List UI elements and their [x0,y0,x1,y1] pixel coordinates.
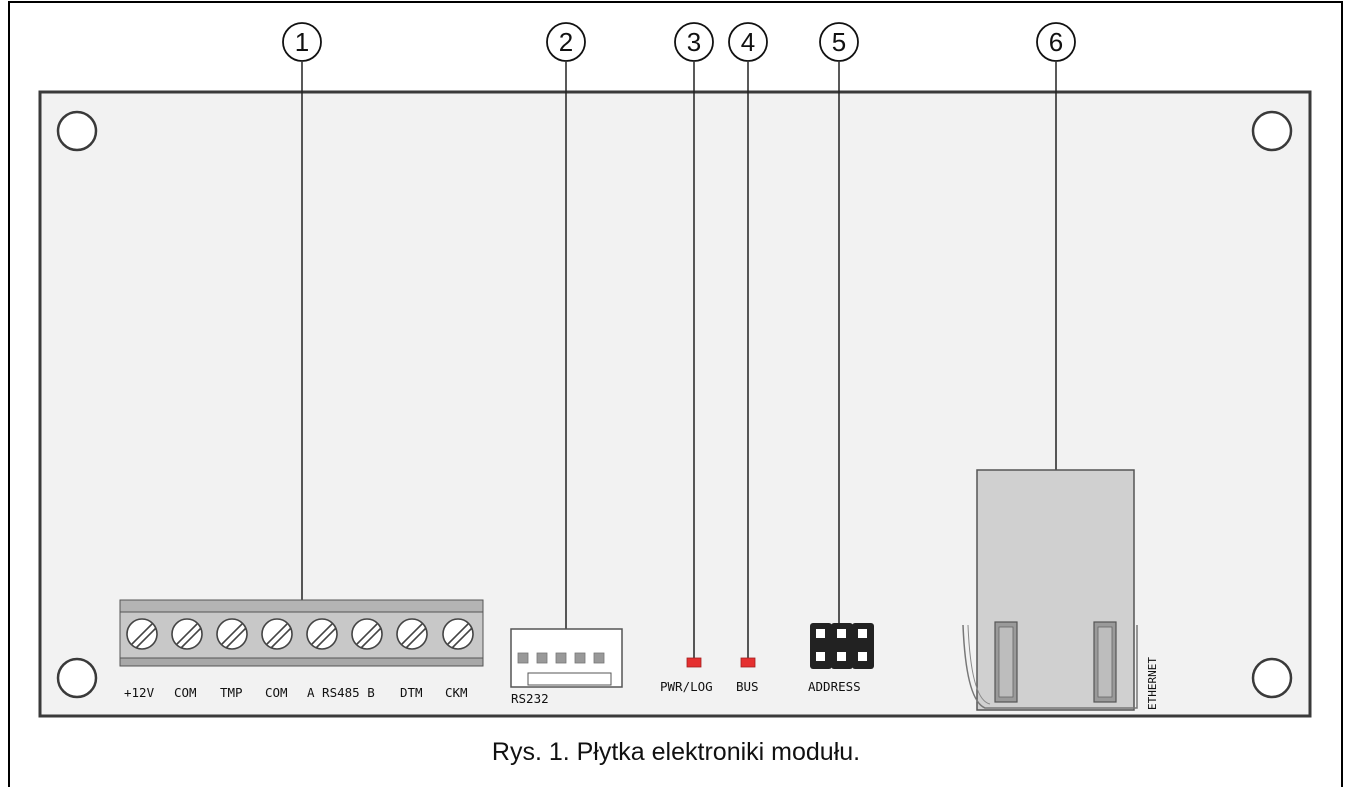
svg-text:5: 5 [832,27,846,57]
terminal-screws [126,618,474,650]
terminal-screw-4 [261,618,293,650]
address-jumpers [810,623,874,669]
terminal-screw-3 [216,618,248,650]
callout-4: 4 [728,22,768,62]
svg-text:6: 6 [1049,27,1063,57]
mounting-hole-top-left [56,110,98,152]
terminal-label-com-1: COM [174,685,197,700]
bus-led [740,657,756,668]
callout-6: 6 [1036,22,1076,62]
pwr-log-led [686,657,702,668]
callout-1: 1 [282,22,322,62]
svg-text:4: 4 [741,27,755,57]
mounting-hole-bottom-left [56,657,98,699]
callout-3: 3 [674,22,714,62]
callout-2: 2 [546,22,586,62]
terminal-screw-5 [306,618,338,650]
rs232-label: RS232 [511,691,549,706]
ethernet-jack [962,469,1138,711]
terminal-label-12v: +12V [124,685,155,700]
svg-text:1: 1 [295,27,309,57]
pwr-log-label: PWR/LOG [660,679,713,694]
rs232-connector [510,628,623,688]
mounting-hole-bottom-right [1251,657,1293,699]
callout-5: 5 [819,22,859,62]
bus-label: BUS [736,679,759,694]
terminal-screw-8 [442,618,474,650]
terminal-screw-6 [351,618,383,650]
svg-text:3: 3 [687,27,701,57]
terminal-label-dtm: DTM [400,685,423,700]
mounting-hole-top-right [1251,110,1293,152]
address-label: ADDRESS [808,679,861,694]
terminal-label-rs485: A RS485 B [307,685,375,700]
ethernet-label: ETHERNET [1146,657,1159,710]
terminal-screw-2 [171,618,203,650]
terminal-screw-1 [126,618,158,650]
svg-text:2: 2 [559,27,573,57]
figure-caption: Rys. 1. Płytka elektroniki modułu. [492,738,860,766]
terminal-label-ckm: CKM [445,685,468,700]
terminal-screw-7 [396,618,428,650]
terminal-block [119,599,484,667]
terminal-label-com-2: COM [265,685,288,700]
terminal-label-tmp: TMP [220,685,243,700]
